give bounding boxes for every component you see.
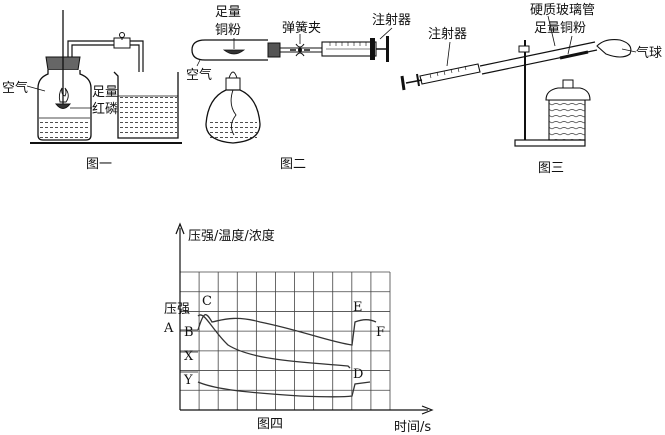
bottle-water — [40, 118, 89, 138]
label-air: 空气 — [2, 80, 28, 96]
point-X: X — [184, 349, 194, 364]
label-copper-powder: 足量铜粉 — [534, 21, 586, 36]
caption-figure-2: 图二 — [280, 157, 306, 172]
curve-pressure — [197, 314, 377, 346]
caption-figure-4: 图四 — [257, 417, 283, 432]
chart-grid — [179, 271, 391, 411]
figure-2: 足量 铜粉 弹簧夹 注射器 空气 图二 — [186, 5, 411, 172]
label-red-phosphorus: 红磷 — [92, 101, 118, 117]
hard-glass-tube — [479, 41, 598, 75]
point-B: B — [184, 325, 194, 340]
label-hard-glass-tube: 硬质玻璃管 — [530, 3, 595, 18]
spring-clamp-icon — [290, 43, 310, 57]
point-A: A — [163, 321, 174, 336]
alcohol-lamp-3 — [545, 79, 591, 101]
point-E: E — [353, 300, 363, 315]
caption-figure-1: 图一 — [86, 157, 112, 172]
label-air: 空气 — [186, 67, 212, 83]
label-pressure: 压强 — [164, 302, 190, 317]
label-copper-line1: 足量 — [215, 5, 241, 20]
syringe-3 — [400, 63, 481, 91]
syringe — [321, 36, 389, 62]
figure-4: 压强/温度/浓度 时间/s 压强 A B C X Y D E F 图四 — [163, 222, 434, 435]
point-F: F — [376, 325, 385, 340]
x-axis-title: 时间/s — [394, 420, 431, 435]
label-syringe: 注射器 — [372, 12, 411, 28]
caption-figure-3: 图三 — [538, 161, 564, 176]
alcohol-lamp — [205, 71, 261, 144]
point-Y: Y — [183, 373, 193, 388]
glass-tube — [191, 39, 268, 61]
label-enough: 足量 — [92, 85, 118, 100]
y-axis-arrow-icon — [175, 222, 185, 235]
rubber-stopper — [267, 42, 281, 58]
figure-3: 硬质玻璃管 足量铜粉 注射器 气球 图三 — [400, 3, 662, 176]
combustion-spoon — [54, 103, 72, 109]
clamp-icon — [113, 32, 131, 49]
x-axis-arrow-icon — [421, 405, 434, 415]
copper-powder — [222, 49, 246, 55]
flame-icon — [58, 87, 69, 103]
point-D: D — [353, 367, 363, 382]
balloon — [596, 39, 632, 58]
y-axis-title: 压强/温度/浓度 — [188, 228, 275, 244]
label-balloon: 气球 — [636, 45, 662, 61]
wood-block — [548, 99, 586, 141]
curve-concentration — [197, 381, 371, 398]
curve-temperature — [197, 314, 351, 369]
label-syringe-3: 注射器 — [428, 26, 467, 42]
beaker-water — [119, 96, 177, 137]
label-copper-line2: 铜粉 — [215, 23, 241, 38]
label-spring-clamp: 弹簧夹 — [282, 20, 321, 36]
point-C: C — [202, 294, 212, 309]
figure-1: 空气 足量 红磷 图一 — [2, 10, 182, 172]
